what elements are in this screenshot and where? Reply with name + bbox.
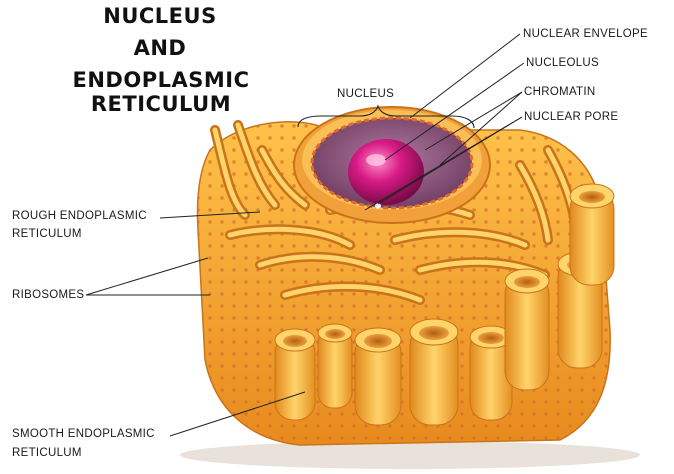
label-rough-er-line1: ROUGH ENDOPLASMIC (12, 210, 147, 222)
label-rough-er-line2: RETICULUM (12, 228, 82, 240)
diagram-title-line1: NUCLEUS (103, 4, 217, 28)
label-nucleus: NUCLEUS (337, 88, 395, 100)
label-chromatin: CHROMATIN (524, 86, 596, 98)
nucleus-brace (297, 104, 475, 129)
label-nuclear-pore: NUCLEAR PORE (524, 111, 619, 123)
label-smooth-er-line2: RETICULUM (12, 447, 82, 459)
leader-lines (85, 33, 525, 437)
nucleus (293, 106, 491, 224)
ground-shadow (180, 441, 640, 469)
diagram-title-line3: ENDOPLASMIC RETICULUM (72, 68, 250, 116)
label-smooth-er-line1: SMOOTH ENDOPLASMIC (12, 428, 155, 440)
label-ribosomes: RIBOSOMES (12, 289, 85, 301)
label-nuclear-envelope: NUCLEAR ENVELOPE (523, 28, 648, 40)
nucleolus (348, 139, 424, 205)
label-nucleolus: NUCLEOLUS (526, 57, 599, 69)
smooth-er-tubes (274, 183, 615, 426)
nuclear-pore (375, 203, 381, 209)
diagram-title-line2: AND (133, 36, 187, 60)
